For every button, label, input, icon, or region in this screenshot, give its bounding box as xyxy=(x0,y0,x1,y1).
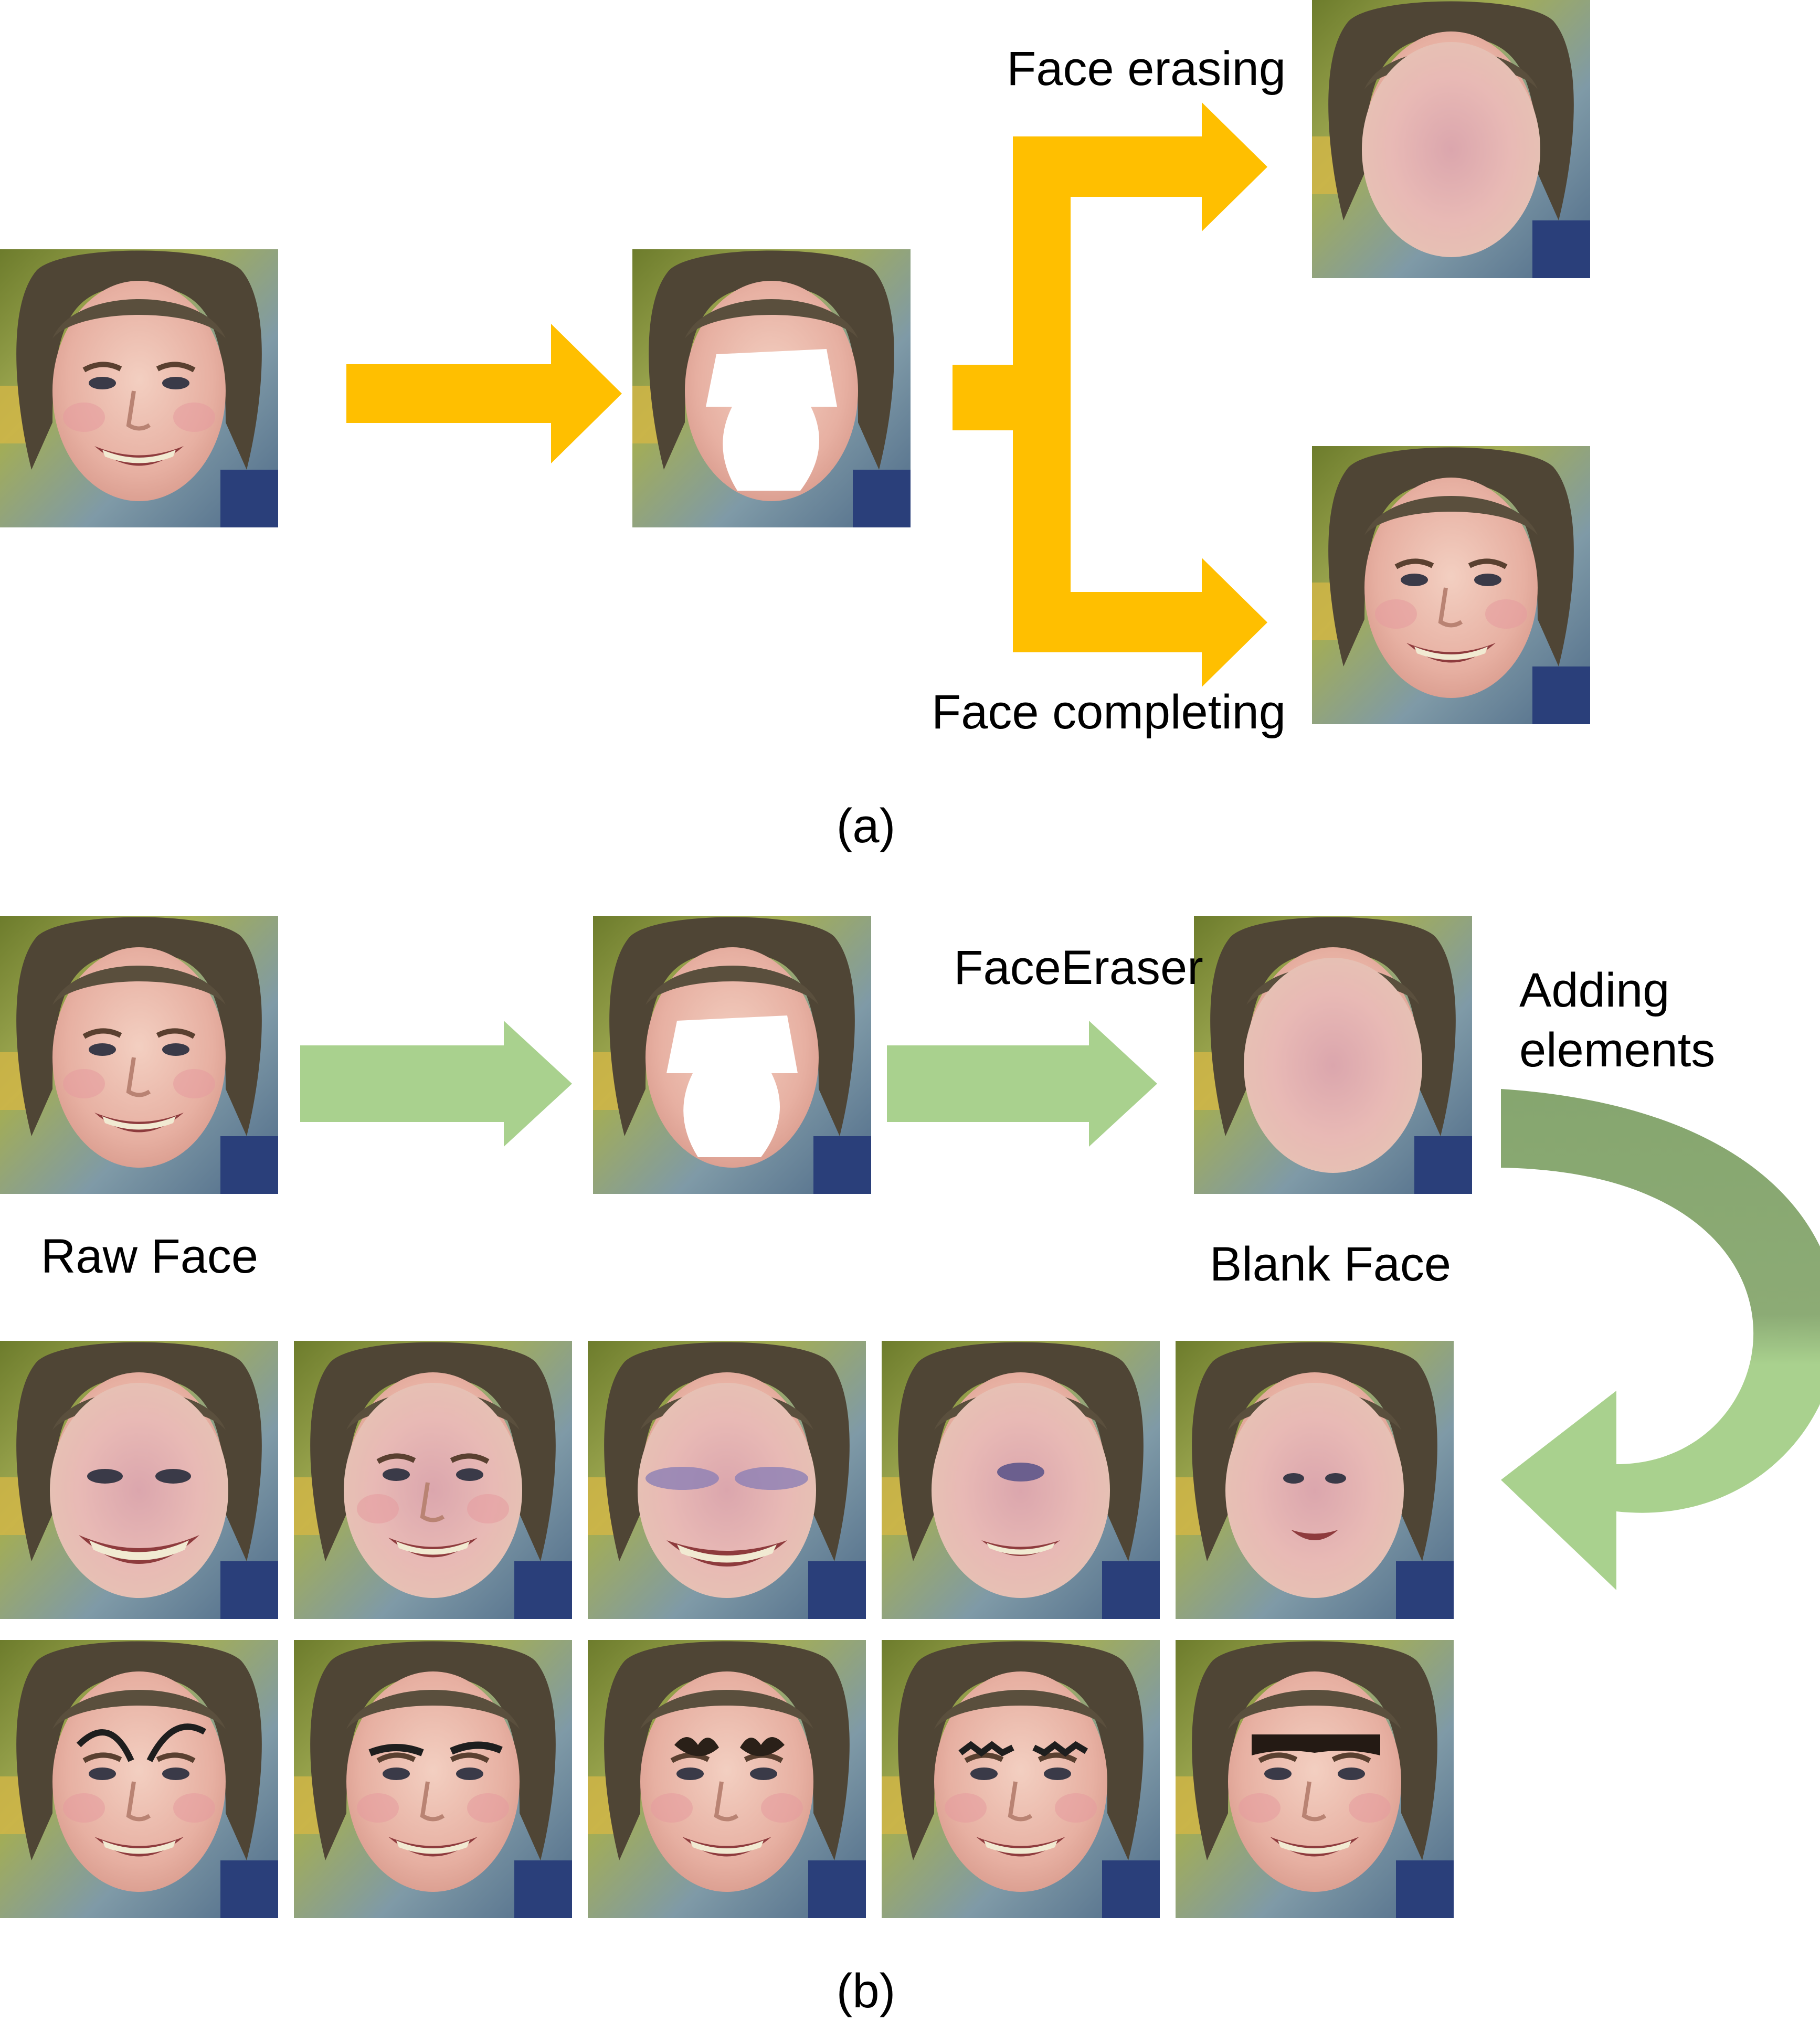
raw-face-image-a xyxy=(0,249,278,527)
green-arrow-2 xyxy=(887,1021,1157,1147)
result-image-1-1 xyxy=(0,1341,278,1619)
completed-face-image-a xyxy=(1312,446,1590,724)
blank-face-image-b xyxy=(1194,916,1472,1194)
adding-elements-curved-arrow xyxy=(1501,1089,1820,1590)
result-image-1-5 xyxy=(1176,1341,1454,1619)
result-image-1-3 xyxy=(588,1341,866,1619)
face-erasing-label: Face erasing xyxy=(1007,42,1286,96)
erased-face-image-a xyxy=(1312,0,1590,278)
result-row-1 xyxy=(0,1341,1454,1619)
masked-face-image-a xyxy=(632,249,911,527)
result-image-1-2 xyxy=(294,1341,572,1619)
orange-arrow-1 xyxy=(346,324,622,463)
part-a: Face erasing Face completing (a) xyxy=(0,0,1590,853)
green-arrow-1 xyxy=(300,1021,572,1147)
result-image-1-4 xyxy=(882,1341,1160,1619)
masked-face-image-b xyxy=(593,916,871,1194)
result-image-2-1 xyxy=(0,1640,278,1918)
caption-b: (b) xyxy=(837,1964,895,2018)
result-image-2-5 xyxy=(1176,1640,1454,1918)
part-b: FaceEraser Adding elements Raw Face Blan… xyxy=(0,916,1820,2018)
raw-face-label: Raw Face xyxy=(41,1230,258,1283)
adding-elements-label-line1: Adding xyxy=(1519,964,1669,1017)
orange-branch-arrow xyxy=(953,102,1267,687)
face-eraser-label: FaceEraser xyxy=(954,941,1203,994)
face-completing-label: Face completing xyxy=(932,685,1286,739)
result-image-2-3 xyxy=(588,1640,866,1918)
caption-a: (a) xyxy=(837,799,895,853)
raw-face-image-b xyxy=(0,916,278,1194)
result-row-2 xyxy=(0,1640,1454,1918)
blank-face-label: Blank Face xyxy=(1210,1237,1451,1291)
result-image-2-4 xyxy=(882,1640,1160,1918)
adding-elements-label-line2: elements xyxy=(1519,1023,1715,1077)
result-image-2-2 xyxy=(294,1640,572,1918)
